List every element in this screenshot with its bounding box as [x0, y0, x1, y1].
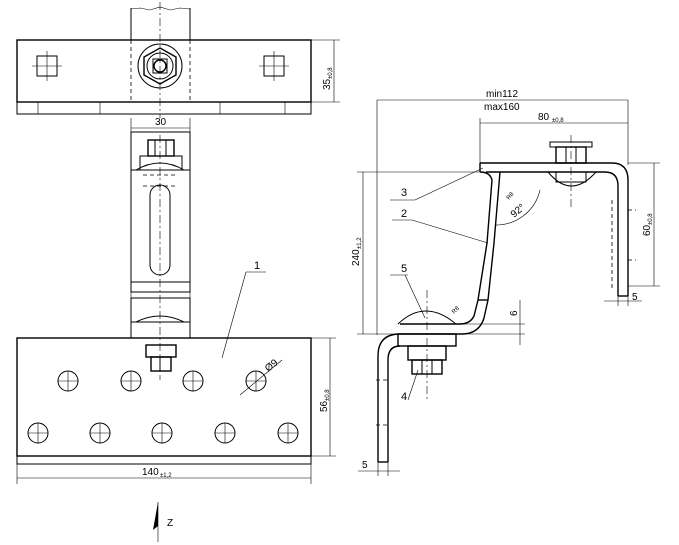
- leader-1: 1: [254, 260, 260, 272]
- dim-max-label: max160: [484, 102, 520, 113]
- axis-z-label: Z: [167, 518, 173, 529]
- dim-140-tol: ±1,2: [160, 473, 172, 479]
- dim-35-tol: ±0,8: [328, 67, 334, 79]
- dim-56-label: 56: [319, 400, 330, 412]
- dim-30-label: 30: [155, 117, 167, 128]
- dim-angle-label: 92°: [509, 202, 528, 220]
- square-hole-left: [32, 51, 62, 81]
- dim-5-left: 5: [362, 460, 368, 471]
- dim-5-right: 5: [632, 292, 638, 303]
- square-hole-right: [259, 51, 289, 81]
- holes-row-lower: [27, 422, 299, 444]
- dim-min-label: min112: [486, 89, 518, 100]
- top-view: 35 ±0,8: [16, 2, 340, 118]
- dim-80-tol: ±0,8: [552, 118, 564, 124]
- leader-3: 3: [401, 187, 407, 199]
- dim-6-label: 6: [509, 310, 520, 316]
- dim-35-label: 35: [322, 78, 333, 90]
- dim-60-label: 60: [642, 224, 653, 236]
- front-view: 30: [16, 117, 336, 542]
- dim-r8-lower: R8: [451, 305, 461, 315]
- leader-4: 4: [401, 391, 407, 403]
- leader-2: 2: [401, 208, 407, 220]
- bolt-head-top: [137, 43, 183, 89]
- dim-hole-dia: Ø9: [263, 357, 281, 374]
- holes-row-upper: [57, 370, 267, 392]
- dim-240-tol: ±1,2: [357, 237, 363, 249]
- dim-60-tol: ±0,8: [648, 213, 654, 225]
- dim-240-label: 240: [351, 249, 362, 266]
- dim-80-label: 80: [538, 112, 550, 123]
- leader-5: 5: [401, 263, 407, 275]
- dim-140-label: 140: [142, 467, 159, 478]
- axis-marker: Z: [153, 502, 173, 542]
- dim-56-tol: ±0,8: [325, 389, 331, 401]
- side-view: min112 max160 80 ±0,8 R8 92° 3: [351, 89, 660, 476]
- dim-r8-upper: R8: [506, 191, 516, 201]
